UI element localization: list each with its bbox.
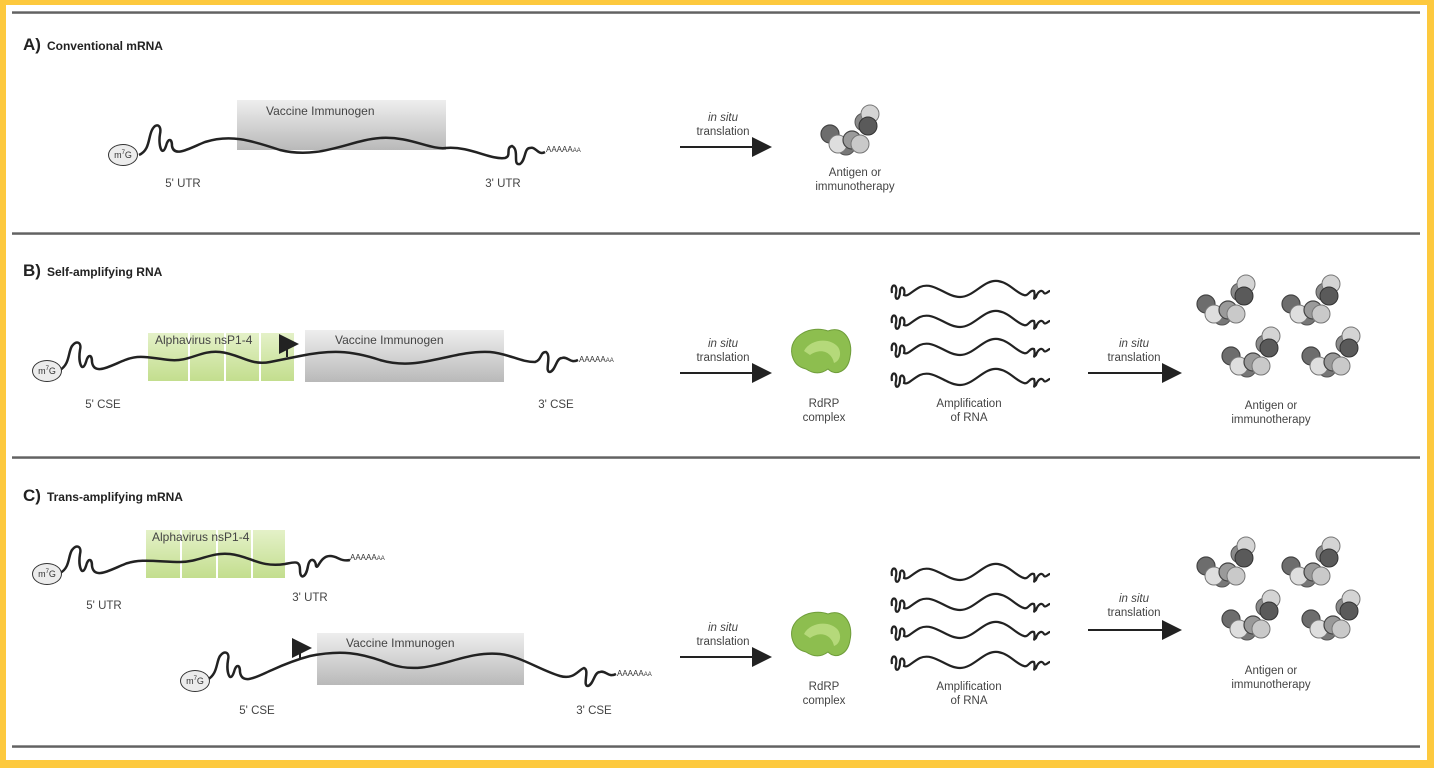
poly-a-tail: AAAAAAA — [617, 669, 652, 678]
nsp-label: Alphavirus nsP1-4 — [155, 333, 253, 347]
protein-icon — [1196, 536, 1256, 588]
poly-a-tail: AAAAAAA — [579, 355, 614, 364]
m7g-cap-icon: m7G — [108, 144, 138, 166]
five-prime-label: 5' CSE — [239, 705, 275, 717]
amplification-label-2: of RNA — [950, 412, 988, 424]
protein-icon — [1281, 536, 1341, 588]
arrow-label-top: in situ — [1118, 338, 1150, 350]
arrow-label-bottom: translation — [696, 636, 750, 648]
panel-name: Trans-amplifying mRNA — [46, 490, 183, 504]
cap-label: m7G — [38, 366, 56, 376]
panel-a-title: A) Conventional mRNA — [23, 35, 163, 55]
cap-label: m7G — [38, 569, 56, 579]
m7g-cap-icon: m7G — [180, 670, 210, 692]
three-prime-label: 3' CSE — [538, 399, 574, 411]
cap-label: m7G — [186, 676, 204, 686]
arrow-label-bottom: translation — [696, 126, 750, 138]
protein-icon — [1221, 326, 1281, 378]
arrow-label-bottom: translation — [1107, 352, 1161, 364]
arrow-label-top: in situ — [1118, 593, 1150, 605]
nsp-box — [253, 530, 285, 578]
subgenomic-promoter-arrow — [279, 334, 299, 357]
panel-letter: C) — [23, 486, 41, 505]
subgenomic-promoter-arrow — [292, 638, 312, 660]
amplified-rna-strand — [890, 650, 1052, 671]
three-prime-label: 3' UTR — [485, 178, 521, 190]
protein-icon — [820, 104, 880, 156]
m7g-cap-icon: m7G — [32, 563, 62, 585]
panel-name: Conventional mRNA — [46, 39, 163, 53]
immunogen-box-b — [305, 330, 504, 382]
divider-bottom — [12, 745, 1420, 748]
result-label-2: immunotherapy — [1231, 414, 1311, 426]
five-prime-label: 5' UTR — [165, 178, 201, 190]
arrow-label-top: in situ — [707, 622, 739, 634]
arrow-label-top: in situ — [707, 112, 739, 124]
result-label: Antigen or — [1244, 400, 1298, 412]
amplified-rna-strand — [890, 309, 1052, 330]
rdrp-label-2: complex — [802, 412, 846, 424]
immunogen-label: Vaccine Immunogen — [346, 636, 455, 650]
three-prime-label: 3' UTR — [292, 592, 328, 604]
five-prime-label: 5' UTR — [86, 600, 122, 612]
amplified-rna-strand — [890, 367, 1052, 388]
amplified-rna-strand — [890, 562, 1052, 583]
panel-letter: B) — [23, 261, 41, 280]
poly-a-tail: AAAAAAA — [546, 145, 581, 154]
amplification-label-2: of RNA — [950, 695, 988, 707]
panel-letter: A) — [23, 35, 41, 54]
immunogen-label: Vaccine Immunogen — [266, 104, 375, 118]
rdrp-complex-icon — [791, 328, 852, 374]
immunogen-box-c — [317, 633, 524, 685]
result-label: Antigen or — [828, 167, 882, 179]
protein-icon — [1301, 326, 1361, 378]
mrna-strand-b — [59, 341, 579, 374]
result-label-2: immunotherapy — [1231, 679, 1311, 691]
cap-label: m7G — [114, 150, 132, 160]
m7g-cap-icon: m7G — [32, 360, 62, 382]
mrna-strand-c2 — [206, 651, 617, 688]
amplified-rna-strand — [890, 279, 1052, 300]
panel-b-title: B) Self-amplifying RNA — [23, 261, 162, 281]
rdrp-complex-icon — [791, 611, 852, 657]
nsp-box — [146, 530, 180, 578]
amplification-label: Amplification — [936, 398, 1002, 410]
amplified-rna-strand — [890, 620, 1052, 641]
five-prime-label: 5' CSE — [85, 399, 121, 411]
arrow-label-bottom: translation — [696, 352, 750, 364]
result-label-2: immunotherapy — [815, 181, 895, 193]
divider-a-b — [12, 232, 1420, 235]
panel-c-title: C) Trans-amplifying mRNA — [23, 486, 183, 506]
amplified-rna-strand — [890, 592, 1052, 613]
poly-a-tail: AAAAAAA — [350, 553, 385, 562]
arrow-label-top: in situ — [707, 338, 739, 350]
result-label: Antigen or — [1244, 665, 1298, 677]
protein-icon — [1196, 274, 1256, 326]
protein-icon — [1301, 589, 1361, 641]
divider-top — [12, 11, 1420, 14]
three-prime-label: 3' CSE — [576, 705, 612, 717]
amplified-rna-strand — [890, 337, 1052, 358]
rdrp-label: RdRP — [808, 398, 840, 410]
immunogen-label: Vaccine Immunogen — [335, 333, 444, 347]
rdrp-label-2: complex — [802, 695, 846, 707]
divider-b-c — [12, 456, 1420, 459]
nsp-label: Alphavirus nsP1-4 — [152, 530, 250, 544]
panel-name: Self-amplifying RNA — [46, 265, 163, 279]
nsp-box — [182, 530, 216, 578]
amplification-label: Amplification — [936, 681, 1002, 693]
mrna-strand-c1 — [59, 545, 351, 578]
rdrp-label: RdRP — [808, 681, 840, 693]
mrna-strand-a — [138, 124, 546, 166]
protein-icon — [1221, 589, 1281, 641]
arrow-label-bottom: translation — [1107, 607, 1161, 619]
protein-icon — [1281, 274, 1341, 326]
